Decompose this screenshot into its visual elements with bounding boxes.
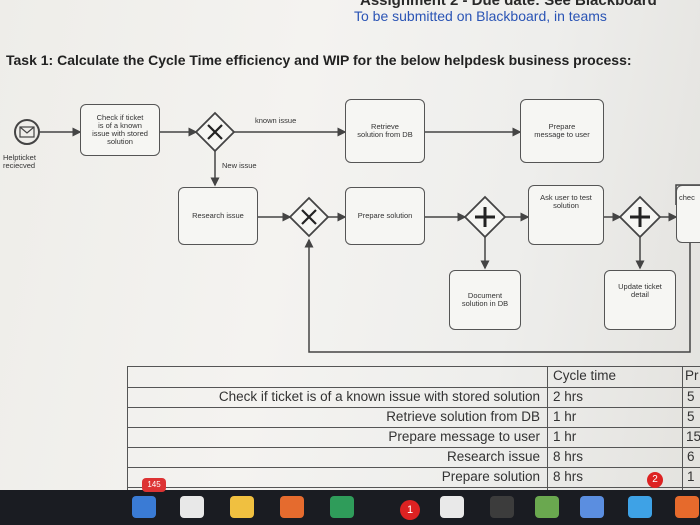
- table-row-cut: 15: [686, 429, 700, 444]
- table-rule: [127, 427, 700, 428]
- table-header-cut: Pr: [685, 368, 699, 383]
- table-rule: [127, 366, 700, 367]
- table-row-cut: 5: [687, 409, 695, 424]
- table-row-cut: 6: [687, 449, 695, 464]
- table-row-cycle: 1 hr: [553, 429, 577, 444]
- table-row-cut: 5: [687, 389, 695, 404]
- task-cut-off: chec: [676, 185, 700, 243]
- table-rule: [127, 447, 700, 448]
- parallel-gateway-icon: [463, 195, 507, 239]
- table-rule: [127, 487, 700, 488]
- known-issue-label: known issue: [255, 116, 297, 125]
- xor-gateway-icon: [194, 111, 236, 153]
- app-store-icon[interactable]: [628, 496, 652, 518]
- table-row-task: Retrieve solution from DB: [386, 409, 540, 424]
- table-row-cycle: 8 hrs: [553, 449, 584, 464]
- task-title: Task 1: Calculate the Cycle Time efficie…: [6, 52, 632, 68]
- new-issue-label: New issue: [222, 161, 257, 170]
- preview-app-icon[interactable]: [440, 496, 464, 518]
- task-retrieve-solution: Retrieve solution from DB: [345, 99, 425, 163]
- start-event-label: Helpticket reciecved: [3, 153, 36, 170]
- task-ask-user: Ask user to test solution: [528, 185, 604, 245]
- numbers-app-icon[interactable]: [535, 496, 559, 518]
- task-check-ticket: Check if ticket is of a known issue with…: [80, 104, 160, 156]
- calendar-app-icon[interactable]: [180, 496, 204, 518]
- table-header-cycle-time: Cycle time: [553, 368, 617, 383]
- start-event-icon: [14, 119, 40, 145]
- notes-app-icon[interactable]: [230, 496, 254, 518]
- submission-note: To be submitted on Blackboard, in teams: [354, 8, 607, 24]
- table-col-rule: [682, 366, 683, 490]
- table-row-cut: 1: [687, 469, 695, 484]
- xor-gateway-icon: [288, 196, 330, 238]
- app-store-badge: 2: [647, 472, 663, 488]
- parallel-gateway-icon: [618, 195, 662, 239]
- powerpoint-app-icon[interactable]: [675, 496, 699, 518]
- table-col-rule: [547, 366, 548, 490]
- terminal-app-icon[interactable]: [490, 496, 514, 518]
- messages-app-icon[interactable]: [330, 496, 354, 518]
- table-rule: [127, 387, 700, 388]
- process-diagram: [14, 111, 700, 353]
- table-row-task: Research issue: [446, 449, 540, 464]
- table-rule: [127, 467, 700, 468]
- table-row-task: Prepare solution: [441, 469, 540, 484]
- task-update-ticket: Update ticket detail: [604, 270, 676, 330]
- table-row-cycle: 1 hr: [553, 409, 577, 424]
- table-rule: [127, 407, 700, 408]
- top-heading-clipped: Assignment 2 - Due date: See Blackboard: [360, 0, 657, 9]
- keynote-app-icon[interactable]: [580, 496, 604, 518]
- photos-app-icon[interactable]: [280, 496, 304, 518]
- table-row-task: Prepare message to user: [388, 429, 540, 444]
- notification-badge: 1: [400, 500, 420, 520]
- task-prepare-solution: Prepare solution: [345, 187, 425, 245]
- table-row-cycle: 8 hrs: [553, 469, 584, 484]
- mail-app-icon[interactable]: [132, 496, 156, 518]
- mail-badge: 145: [142, 478, 166, 492]
- task-document-solution: Document solution in DB: [449, 270, 521, 330]
- table-row-cycle: 2 hrs: [553, 389, 584, 404]
- cycle-time-table: [127, 366, 700, 490]
- task-prepare-message: Prepare message to user: [520, 99, 604, 163]
- task-research-issue: Research issue: [178, 187, 258, 245]
- table-row-task: Check if ticket is of a known issue with…: [218, 389, 540, 404]
